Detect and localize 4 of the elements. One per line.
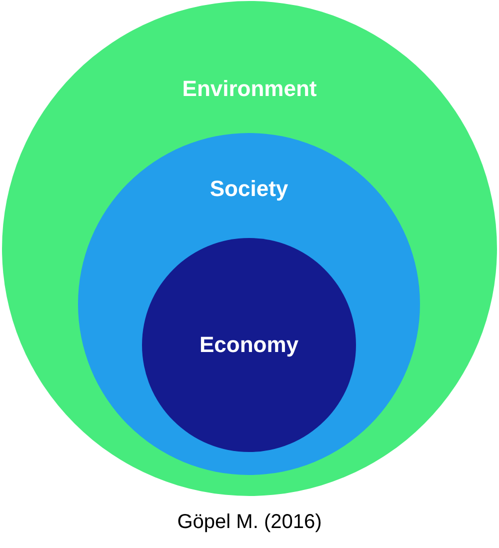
- caption: Göpel M. (2016): [177, 510, 322, 534]
- circle-label: Society: [210, 176, 288, 202]
- circle-label: Economy: [199, 332, 299, 358]
- circle-label: Environment: [182, 76, 317, 102]
